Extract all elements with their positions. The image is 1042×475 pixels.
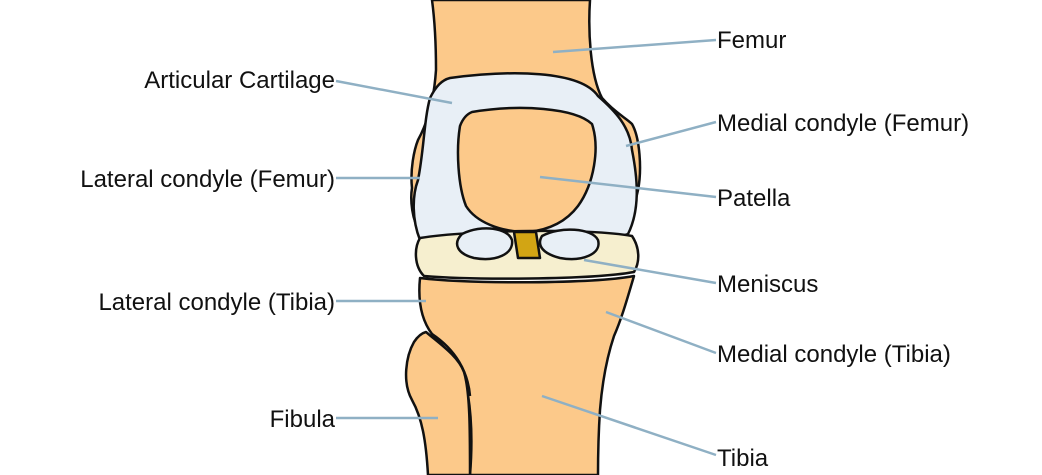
label-lateral-condyle-tibia: Lateral condyle (Tibia) xyxy=(98,289,335,316)
label-lateral-condyle-femur: Lateral condyle (Femur) xyxy=(80,166,335,193)
leader-medial-condyle-femur xyxy=(626,122,716,146)
cartilage-lobe-medial xyxy=(540,230,599,259)
leader-medial-condyle-tibia xyxy=(606,312,716,353)
label-medial-condyle-tibia: Medial condyle (Tibia) xyxy=(717,341,951,368)
cruciate-ligament xyxy=(514,232,540,258)
label-tibia: Tibia xyxy=(717,445,769,472)
label-fibula: Fibula xyxy=(270,406,336,433)
label-patella: Patella xyxy=(717,185,791,212)
label-articular-cartilage: Articular Cartilage xyxy=(144,67,335,94)
label-medial-condyle-femur: Medial condyle (Femur) xyxy=(717,110,969,137)
label-meniscus: Meniscus xyxy=(717,271,818,298)
cartilage-lobe-lateral xyxy=(457,228,512,259)
label-femur: Femur xyxy=(717,27,786,54)
